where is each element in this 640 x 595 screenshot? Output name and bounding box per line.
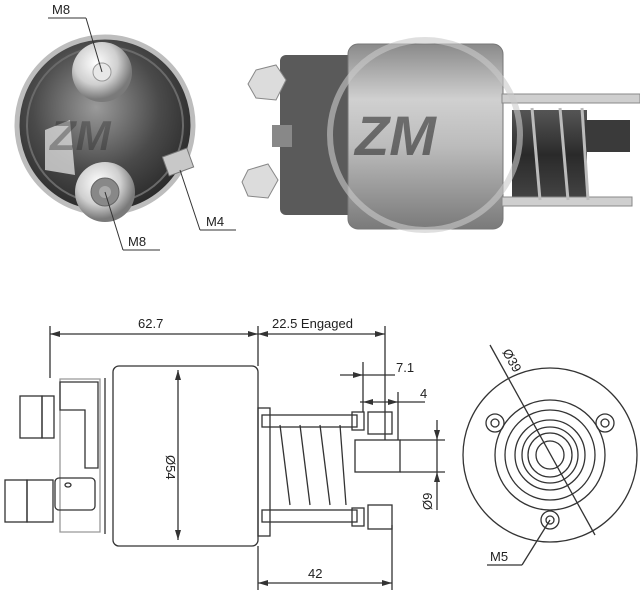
small-terminal [161,147,195,177]
coil-spring-core [512,110,587,200]
dim-mount-length: 42 [308,566,322,581]
mount-hole-left [485,413,505,433]
upper-nut [247,64,287,101]
drawn-body [112,365,259,547]
dim-plunger-diameter: Ø9 [420,493,435,510]
dim-stud-offset: 7.1 [396,360,414,375]
label-bottom-m8: M8 [128,234,146,249]
upper-stud [501,93,640,104]
watermark-logo: ZM [49,112,112,159]
label-m4: M4 [206,214,224,229]
mount-hole-bottom [540,510,560,530]
dim-bolt-circle: Ø39 [499,346,524,375]
photo-side-view: ZM [241,37,640,233]
label-m5: M5 [490,549,508,564]
photo-end-view: ZM M8 M8 M4 [14,2,236,251]
label-top-m8: M8 [52,2,70,17]
dim-body-length: 62.7 [138,316,163,331]
drawing-side-view: 62.7 22.5 Engaged Ø54 7.1 4 Ø9 42 [4,316,445,590]
dim-plunger-travel: 22.5 Engaged [272,316,353,331]
svg-text:ZM: ZM [49,112,112,159]
mount-hole-right [595,413,615,433]
plunger [585,120,630,152]
dim-body-diameter: Ø54 [163,455,178,480]
dim-plunger-offset: 4 [420,386,427,401]
watermark-logo: ZM [353,104,437,167]
drawing-end-view: Ø39 M5 [462,344,638,566]
lower-nut [241,163,279,199]
drawn-end-flange [462,367,638,543]
